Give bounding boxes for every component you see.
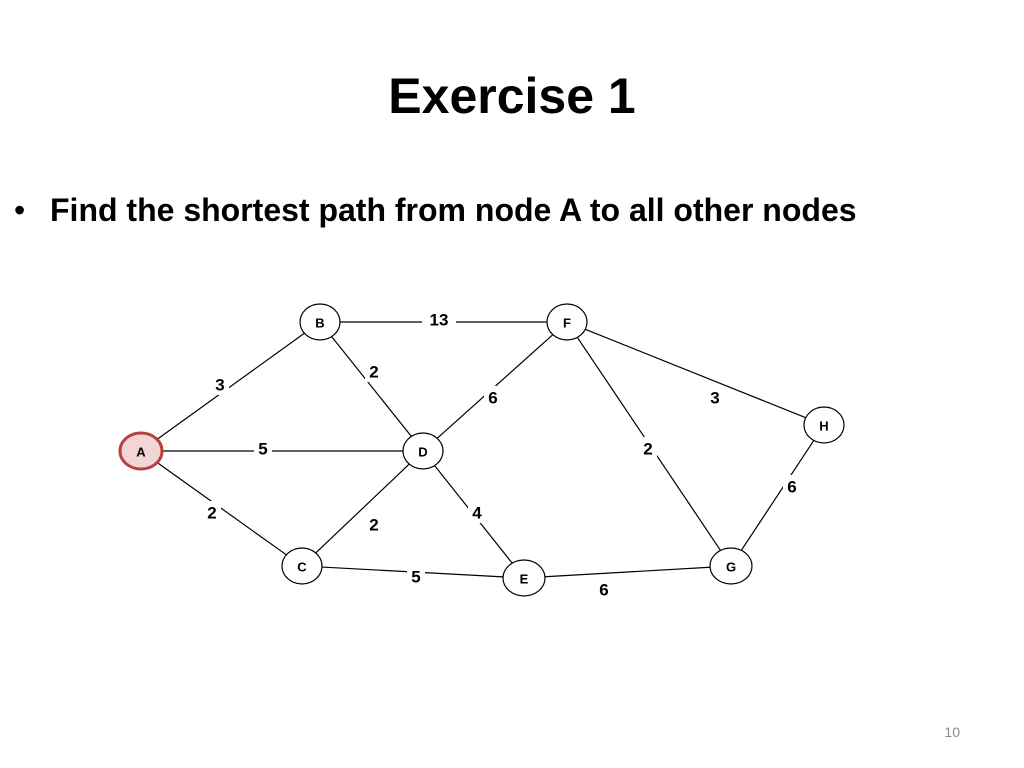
node-label: B: [315, 316, 324, 331]
edge-a-c: [156, 462, 287, 556]
edge-weight-background: [422, 308, 456, 330]
edge-weight-c-e: 5: [411, 568, 420, 587]
edge-weight-background: [468, 501, 486, 523]
edge-weight-b-d: 2: [369, 363, 378, 382]
node-c: C: [281, 547, 323, 585]
node-circle: [546, 303, 588, 341]
edge-weight-background: [407, 565, 425, 587]
edge-weight-a-c: 2: [207, 504, 216, 523]
node-label: E: [520, 572, 529, 587]
node-h: H: [803, 406, 845, 444]
node-circle: [281, 547, 323, 585]
node-circle: [502, 559, 546, 597]
node-label: G: [726, 560, 736, 575]
edge-weight-background: [706, 386, 724, 408]
node-b: B: [299, 303, 341, 341]
edge-weight-a-d: 5: [258, 440, 267, 459]
edge-c-d: [315, 463, 410, 554]
node-circle: [803, 406, 845, 444]
node-circle: [299, 303, 341, 341]
edge-a-b: [156, 332, 305, 440]
node-g: G: [709, 547, 753, 585]
edge-weight-b-f: 13: [430, 311, 449, 330]
edge-weight-f-g: 2: [643, 440, 652, 459]
nodes-layer: A B C D E F G H: [118, 303, 845, 597]
edge-b-d: [331, 336, 412, 437]
edge-weight-background: [639, 437, 657, 459]
edge-weight-d-f: 6: [488, 389, 497, 408]
node-label: C: [297, 560, 307, 575]
edge-f-h: [585, 328, 806, 419]
edge-weight-background: [484, 386, 502, 408]
edge-weight-a-b: 3: [215, 376, 224, 395]
node-label: H: [819, 419, 828, 434]
bullet-item: • Find the shortest path from node A to …: [14, 188, 857, 232]
edge-weight-background: [365, 513, 383, 535]
bullet-text: Find the shortest path from node A to al…: [50, 192, 857, 228]
edge-h-g: [740, 440, 815, 551]
edge-weight-background: [595, 578, 613, 600]
edge-weight-e-g: 6: [599, 581, 608, 600]
node-circle: [709, 547, 753, 585]
page-number: 10: [944, 724, 960, 740]
edge-e-g: [544, 566, 711, 578]
weights-layer: 3 5 2 13 2 2 5 6 4 3 2 6 6: [203, 308, 801, 600]
node-circle: [118, 431, 164, 471]
edge-weight-c-d: 2: [369, 516, 378, 535]
edge-weight-background: [783, 475, 801, 497]
node-circle: [402, 432, 444, 470]
node-label: D: [418, 445, 427, 460]
node-d: D: [402, 432, 444, 470]
edge-weight-background: [203, 501, 221, 523]
edge-weight-background: [365, 360, 383, 382]
node-a: A: [118, 431, 164, 471]
edge-weight-background: [254, 437, 272, 459]
node-e: E: [502, 559, 546, 597]
node-label: A: [136, 445, 146, 460]
edge-weight-h-g: 6: [787, 478, 796, 497]
edge-weight-f-h: 3: [710, 389, 719, 408]
node-label: F: [563, 316, 571, 331]
edge-weight-background: [211, 373, 229, 395]
bullet-dot-icon: •: [14, 192, 26, 228]
edge-weight-d-e: 4: [472, 504, 482, 523]
node-f: F: [546, 303, 588, 341]
slide-title: Exercise 1: [388, 68, 636, 124]
